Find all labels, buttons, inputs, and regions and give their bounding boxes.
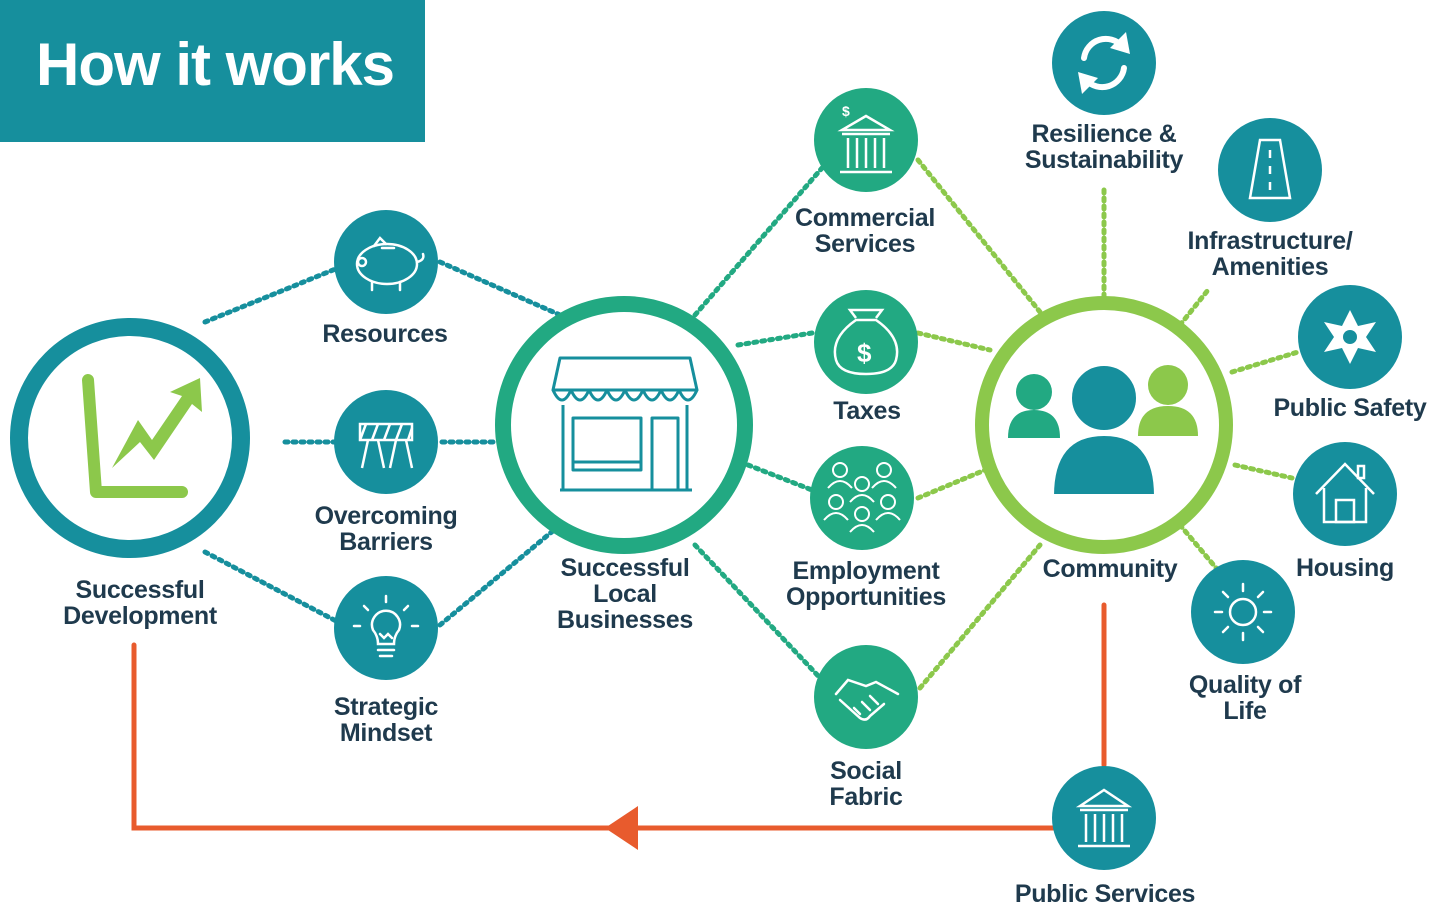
- bank-dollar-icon: $: [837, 103, 895, 174]
- node-resilience-sustainability: [1052, 11, 1156, 115]
- connector-commercial-community: [915, 157, 1043, 315]
- label-public-services: Public Services: [1014, 880, 1196, 908]
- node-public-services: [1052, 766, 1156, 870]
- node-taxes: $: [814, 290, 918, 394]
- connector-resources-businesses: [437, 259, 563, 318]
- node-housing: [1293, 442, 1397, 546]
- government-building-icon: [1075, 788, 1133, 848]
- title-banner: How it works: [0, 0, 425, 142]
- label-social-fabric: Social Fabric: [829, 757, 903, 811]
- connector-community-quality: [1177, 522, 1225, 578]
- connector-businesses-taxes: [735, 330, 815, 348]
- node-resources: [334, 210, 438, 314]
- label-community: Community: [1042, 555, 1178, 583]
- node-overcoming-barriers: [334, 390, 438, 494]
- connector-employment-community: [915, 467, 988, 501]
- node-successful-development: [10, 318, 250, 558]
- feedback-line-bottom: [131, 642, 1058, 831]
- label-successful-local-businesses: Successful Local Businesses: [557, 554, 693, 634]
- svg-text:$: $: [857, 338, 872, 368]
- connector-development-mindset: [202, 549, 341, 625]
- node-social-fabric: [814, 645, 918, 749]
- label-commercial-services: Commercial Services: [794, 204, 936, 258]
- connector-community-housing: [1232, 462, 1295, 481]
- node-strategic-mindset: [334, 576, 438, 680]
- road-icon: [1248, 138, 1292, 200]
- storefront-icon: [551, 356, 699, 492]
- connector-social-community: [917, 542, 1043, 691]
- node-successful-local-businesses: [495, 296, 753, 554]
- label-employment-opportunities: Employment Opportunities: [786, 557, 946, 611]
- connector-taxes-community: [915, 330, 993, 353]
- connector-businesses-commercial: [692, 165, 825, 318]
- money-bag-icon: $: [833, 308, 899, 376]
- node-quality-of-life: [1191, 560, 1295, 664]
- node-infrastructure-amenities: [1218, 118, 1322, 222]
- sheriff-star-icon: [1324, 310, 1376, 364]
- barrier-icon: [358, 422, 414, 469]
- label-resilience-sustainability: Resilience & Sustainability: [1024, 120, 1184, 174]
- label-overcoming-barriers: Overcoming Barriers: [314, 502, 458, 556]
- node-commercial-services: $: [814, 88, 918, 192]
- connector-businesses-social: [692, 542, 825, 683]
- feedback-arrowhead-icon: [605, 806, 638, 850]
- connectors: [131, 157, 1301, 850]
- label-public-safety: Public Safety: [1273, 394, 1427, 422]
- node-public-safety: [1298, 285, 1402, 389]
- label-taxes: Taxes: [833, 397, 901, 425]
- label-resources: Resources: [322, 320, 448, 348]
- node-employment-opportunities: [810, 446, 914, 550]
- page-title: How it works: [36, 31, 395, 98]
- svg-text:$: $: [842, 103, 850, 119]
- connector-mindset-businesses: [437, 522, 563, 628]
- people-icon: [1008, 362, 1198, 498]
- connector-development-resources: [202, 265, 341, 325]
- handshake-icon: [834, 678, 900, 721]
- label-strategic-mindset: Strategic Mindset: [333, 693, 439, 747]
- growth-chart-icon: [82, 374, 202, 498]
- label-housing: Housing: [1296, 554, 1394, 582]
- connector-community-safety: [1229, 349, 1301, 375]
- sun-icon: [1213, 582, 1273, 642]
- node-community: [975, 296, 1233, 554]
- connector-businesses-employment: [745, 462, 815, 493]
- label-successful-development: Successful Development: [63, 576, 217, 630]
- label-infrastructure-amenities: Infrastructure/ Amenities: [1187, 227, 1353, 281]
- label-quality-of-life: Quality of Life: [1188, 671, 1302, 725]
- lightbulb-icon: [352, 594, 420, 658]
- house-icon: [1315, 462, 1375, 524]
- connector-community-infrastructure: [1177, 287, 1211, 328]
- people-group-icon: [823, 462, 901, 533]
- piggy-bank-icon: [355, 236, 425, 292]
